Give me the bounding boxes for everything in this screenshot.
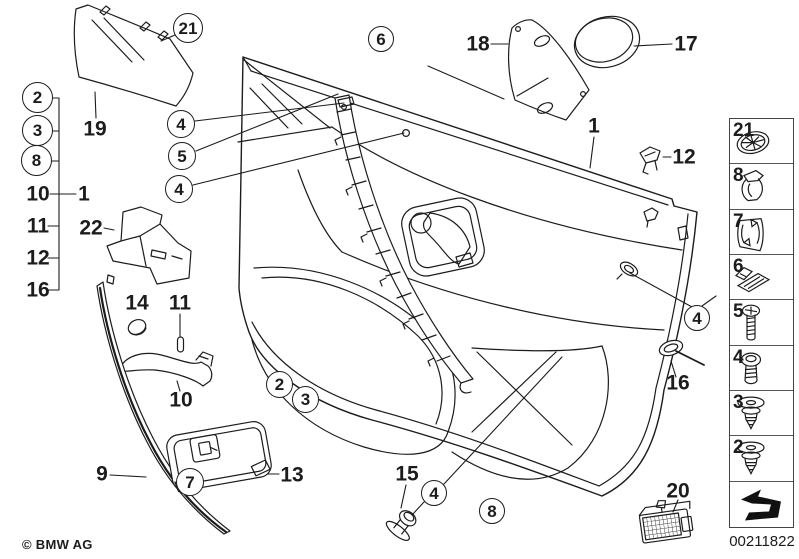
label-11[interactable]: 11 — [168, 291, 192, 315]
clip-12 — [639, 146, 661, 175]
leader-lines — [47, 34, 717, 516]
legend-item-6[interactable]: 6 — [730, 255, 793, 301]
door-trim-panel — [237, 56, 698, 497]
label-18[interactable]: 18 — [466, 32, 490, 56]
expansion-rivet-icon — [737, 441, 765, 476]
callout-balloon-6[interactable]: 6 — [368, 26, 394, 52]
legend-item-21[interactable]: 21 — [730, 119, 793, 165]
label-14[interactable]: 14 — [125, 291, 149, 315]
label-16[interactable]: 16 — [666, 371, 690, 395]
trim-strip — [96, 274, 231, 535]
speaker-cover — [573, 15, 641, 69]
callout-balloon-21[interactable]: 21 — [173, 13, 203, 43]
index-balloon-2[interactable]: 2 — [22, 82, 53, 113]
legend-number: 4 — [733, 346, 744, 368]
callout-balloon-4b[interactable]: 4 — [165, 175, 193, 203]
flat-clip-icon — [734, 267, 771, 293]
label-22[interactable]: 22 — [79, 216, 103, 240]
spring-clip-icon — [741, 170, 764, 202]
legend-item-arrow[interactable] — [730, 482, 793, 527]
label-1[interactable]: 1 — [588, 114, 600, 138]
label-12[interactable]: 12 — [672, 145, 696, 169]
callout-balloon-8b[interactable]: 8 — [479, 498, 505, 524]
index-label-16[interactable]: 16 — [26, 278, 50, 302]
diagram-part-number: 00211822 — [729, 533, 795, 550]
index-label-1[interactable]: 1 — [78, 182, 90, 206]
index-label-11[interactable]: 11 — [26, 214, 50, 238]
sheet-metal-clip-icon — [737, 217, 764, 252]
legend-number: 5 — [733, 301, 744, 323]
carrier-bracket — [106, 206, 192, 285]
label-9[interactable]: 9 — [96, 462, 108, 486]
fastener-16 — [658, 339, 705, 366]
legend-number: 6 — [733, 255, 744, 277]
callout-balloon-4a[interactable]: 4 — [167, 110, 195, 138]
label-15[interactable]: 15 — [395, 462, 419, 486]
copyright-notice: © BMW AG — [22, 537, 93, 552]
pull-handle — [118, 351, 214, 387]
label-20[interactable]: 20 — [666, 479, 690, 503]
legend-number: 7 — [733, 210, 744, 232]
expansion-rivet-icon — [737, 396, 765, 431]
window-channel-strip — [334, 94, 474, 394]
hint-arrow-icon — [740, 489, 781, 521]
callout-balloon-3[interactable]: 3 — [292, 386, 319, 413]
index-label-12[interactable]: 12 — [26, 246, 50, 270]
label-10[interactable]: 10 — [169, 388, 193, 412]
callout-balloon-4d[interactable]: 4 — [684, 305, 710, 331]
index-label-10[interactable]: 10 — [26, 182, 50, 206]
pin-11 — [176, 336, 185, 353]
edge-clip — [643, 207, 659, 228]
legend-item-5[interactable]: 5 — [730, 300, 793, 346]
callout-balloon-2[interactable]: 2 — [266, 371, 293, 398]
label-19[interactable]: 19 — [83, 117, 107, 141]
callout-balloon-7[interactable]: 7 — [176, 468, 204, 496]
callout-balloon-5[interactable]: 5 — [168, 142, 196, 170]
legend-item-7[interactable]: 7 — [730, 210, 793, 255]
legend-item-4[interactable]: 4 — [730, 346, 793, 391]
index-balloon-8[interactable]: 8 — [21, 145, 52, 176]
speaker-bracket — [507, 19, 590, 121]
legend-item-2[interactable]: 2 — [730, 436, 793, 482]
callout-balloon-4c[interactable]: 4 — [421, 480, 447, 506]
speed-nut-icon — [736, 131, 770, 155]
legend-number: 8 — [733, 165, 744, 187]
entry-lamp — [638, 500, 694, 544]
index-balloon-3[interactable]: 3 — [22, 115, 53, 146]
long-screw-icon — [741, 305, 761, 342]
legend-item-8[interactable]: 8 — [730, 164, 793, 210]
legend-item-3[interactable]: 3 — [730, 391, 793, 437]
fastener-legend: 21 8 7 — [729, 118, 794, 528]
label-17[interactable]: 17 — [674, 32, 698, 56]
label-13[interactable]: 13 — [280, 463, 304, 487]
short-screw-icon — [740, 352, 762, 385]
cap-14 — [127, 319, 147, 336]
mirror-triangle-cover — [73, 4, 194, 107]
edge-grommet — [616, 261, 639, 280]
